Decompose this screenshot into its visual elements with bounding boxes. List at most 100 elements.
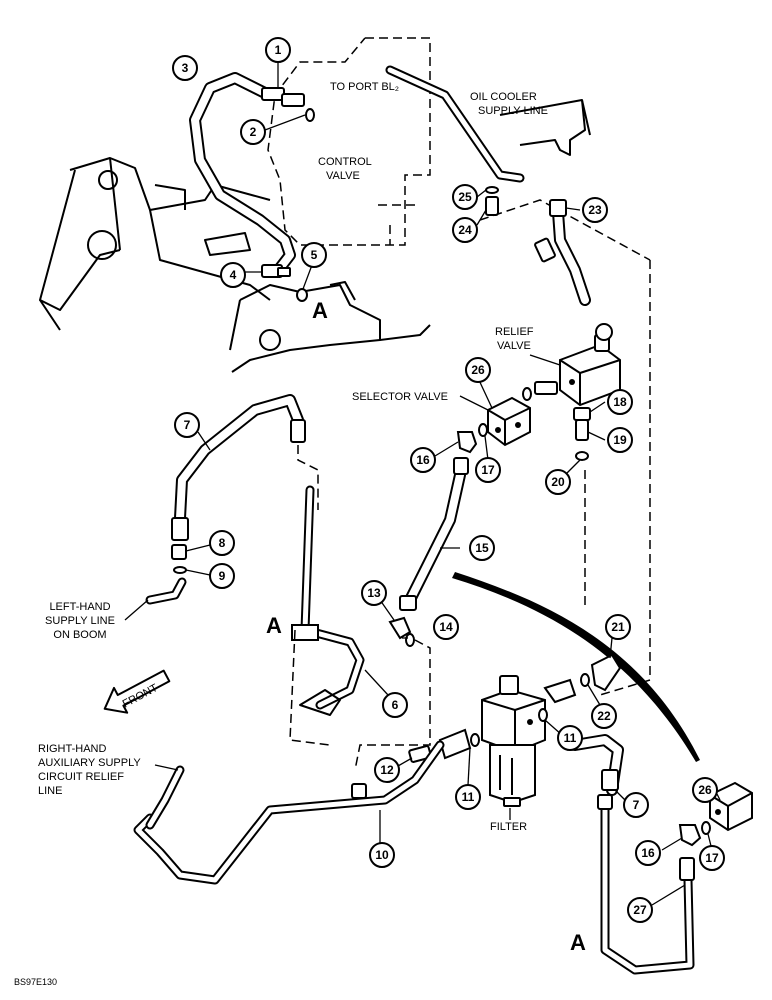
selector-valve (459, 377, 531, 447)
label-control-1: CONTROL (318, 156, 372, 168)
lh-supply-line-stub (124, 577, 187, 621)
svg-text:17: 17 (481, 463, 495, 477)
connection-dash-right (599, 260, 651, 696)
label-control-2: VALVE (326, 170, 360, 182)
tube-6 (289, 485, 389, 746)
callout-25: 25 (452, 184, 478, 210)
callout-15: 15 (469, 535, 495, 561)
hose-23 (479, 199, 651, 306)
o-ring-2 (264, 108, 315, 131)
callout-23: 23 (582, 197, 608, 223)
callout-5: 5 (301, 242, 327, 268)
callout-8: 8 (209, 530, 235, 556)
svg-text:14: 14 (439, 620, 453, 634)
connection-dash-14 (354, 639, 431, 771)
callout-12: 12 (374, 757, 400, 783)
ref-a-lower: A (570, 930, 586, 955)
label-selector-valve: SELECTOR VALVE (352, 391, 448, 403)
svg-text:8: 8 (219, 536, 226, 550)
relief-valve (529, 323, 621, 407)
callout-18: 18 (607, 389, 633, 415)
callout-26: 26 (465, 357, 491, 383)
hose-7 (171, 394, 306, 541)
label-front: FRONT (121, 682, 160, 711)
svg-text:2: 2 (250, 125, 257, 139)
svg-text:1: 1 (275, 43, 282, 57)
relief-valve-fitting (522, 381, 558, 401)
callout-11: 11 (455, 784, 481, 810)
svg-text:24: 24 (458, 223, 472, 237)
svg-text:10: 10 (375, 848, 389, 862)
tube-10 (133, 740, 445, 885)
front-arrow (103, 669, 171, 714)
drawing-code: BS97E130 (14, 977, 57, 987)
o-ring-5 (296, 264, 313, 302)
callout-16-lower: 16 (635, 840, 661, 866)
label-filter: FILTER (490, 821, 527, 833)
label-rh-4: LINE (38, 785, 62, 797)
callout-16: 16 (410, 447, 436, 473)
svg-text:3: 3 (182, 61, 189, 75)
filter-adapter-left (438, 728, 480, 786)
svg-text:16: 16 (416, 453, 430, 467)
elbow-13 (379, 599, 412, 640)
callout-3: 3 (172, 55, 198, 81)
svg-text:25: 25 (458, 190, 472, 204)
svg-text:16: 16 (641, 846, 655, 860)
frame-upper-left (39, 157, 431, 373)
callout-6: 6 (382, 692, 408, 718)
svg-text:11: 11 (564, 731, 577, 745)
hose-3 (189, 72, 296, 274)
label-rh-3: CIRCUIT RELIEF (38, 771, 124, 783)
callout-17-lower: 17 (699, 845, 725, 871)
callout-14: 14 (433, 614, 459, 640)
control-valve (267, 37, 431, 246)
label-rh-2: AUXILIARY SUPPLY (38, 757, 141, 769)
svg-text:13: 13 (367, 586, 381, 600)
hose-15 (399, 457, 469, 611)
fitting-8 (171, 544, 211, 560)
callout-1: 1 (265, 37, 291, 63)
o-ring-20 (564, 451, 589, 476)
svg-text:4: 4 (230, 268, 237, 282)
callout-24: 24 (452, 217, 478, 243)
oil-cooler-supply-line (385, 65, 591, 183)
label-lh-1: LEFT-HAND (49, 601, 110, 613)
callout-4: 4 (220, 262, 246, 288)
label-lh-3: ON BOOM (53, 629, 106, 641)
svg-text:21: 21 (611, 620, 625, 634)
svg-text:19: 19 (613, 433, 627, 447)
svg-text:17: 17 (705, 851, 719, 865)
svg-text:7: 7 (184, 418, 191, 432)
label-oil-cooler-2: SUPPLY LINE (478, 105, 548, 117)
label-relief-1: RELIEF (495, 326, 534, 338)
svg-text:11: 11 (462, 790, 475, 804)
svg-text:9: 9 (219, 569, 226, 583)
label-lh-2: SUPPLY LINE (45, 615, 115, 627)
svg-text:27: 27 (633, 903, 647, 917)
label-rh-1: RIGHT-HAND (38, 743, 107, 755)
o-ring-22 (580, 673, 601, 706)
callout-7: 7 (174, 412, 200, 438)
svg-text:26: 26 (471, 363, 485, 377)
filter (481, 675, 546, 820)
svg-text:12: 12 (380, 763, 394, 777)
fitting-18-19 (573, 401, 606, 441)
callout-27: 27 (627, 897, 653, 923)
fitting-24-25 (476, 186, 499, 226)
callout-21: 21 (605, 614, 631, 640)
label-relief-2: VALVE (497, 340, 531, 352)
svg-text:22: 22 (597, 709, 611, 723)
callout-20: 20 (545, 469, 571, 495)
callout-19: 19 (607, 427, 633, 453)
callout-11-right: 11 (557, 725, 583, 751)
tube-27 (651, 857, 695, 906)
rh-relief-line-stub (145, 764, 185, 830)
svg-text:26: 26 (698, 783, 712, 797)
svg-text:23: 23 (588, 203, 602, 217)
svg-text:15: 15 (475, 541, 489, 555)
hose-7-lower (569, 734, 695, 975)
o-ring-9 (173, 566, 211, 576)
label-to-port: TO PORT BL₂ (330, 81, 399, 93)
